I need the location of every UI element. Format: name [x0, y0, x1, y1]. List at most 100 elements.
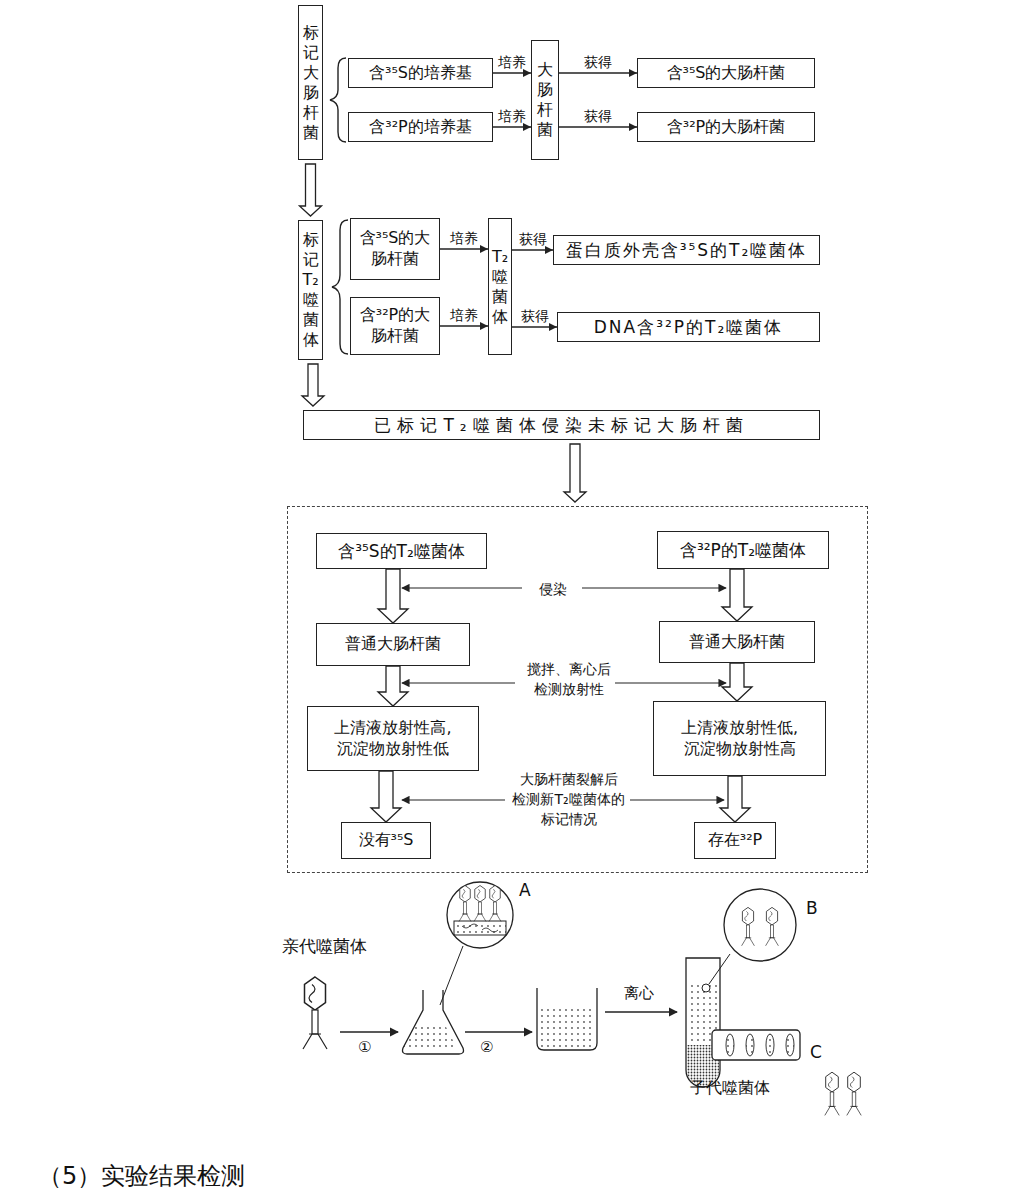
beaker-liquid [539, 1005, 595, 1048]
zoom-circle [447, 882, 513, 948]
box-text: 含³²P的培养基 [369, 117, 471, 138]
beaker [537, 988, 597, 1050]
box-text: 蛋白质外壳含³⁵S的T₂噬菌体 [566, 239, 808, 261]
box-text: 标记大肠杆菌 [299, 23, 322, 143]
illustration-label: B [806, 898, 818, 918]
arrow-head [480, 245, 488, 253]
hollow-arrow [722, 663, 752, 701]
edge-label: 获得 [519, 231, 547, 249]
illustration-label: A [519, 880, 531, 900]
connector-line [440, 248, 488, 249]
brace [332, 220, 348, 354]
leader-arrow [402, 799, 505, 800]
process-box: DNA含³²P的T₂噬菌体 [557, 312, 820, 342]
process-box: 蛋白质外壳含³⁵S的T₂噬菌体 [553, 235, 820, 265]
bacterium [766, 1034, 774, 1056]
box-text: 含³⁵S的T₂噬菌体 [338, 540, 465, 562]
phage-ghost [766, 907, 779, 945]
callout-number: ① [358, 1038, 371, 1056]
parent-phage [303, 977, 327, 1049]
step-note: 大肠杆菌裂解后 检测新T₂噬菌体的 标记情况 [506, 769, 631, 829]
step-note: 侵染 [533, 579, 573, 599]
box-text: T₂噬菌体 [489, 247, 511, 327]
phage [459, 886, 471, 922]
edge-label: 培养 [450, 230, 478, 248]
leader-arrow [582, 587, 726, 588]
connector-line [512, 326, 557, 327]
vertical-label-box: 标记T₂噬菌体 [298, 220, 323, 360]
box-text: 普通大肠杆菌 [689, 632, 785, 653]
edge-label: 获得 [521, 308, 549, 326]
zoom-line [440, 946, 463, 1005]
box-text: 普通大肠杆菌 [345, 634, 441, 655]
flow-arrow [493, 69, 531, 77]
arrow-head [549, 323, 557, 331]
flow-arrow [559, 69, 637, 77]
illustration-label: C [810, 1042, 822, 1062]
process-box: 含³²P的培养基 [348, 112, 493, 142]
box-text: 含³⁵S的大肠杆菌 [667, 63, 786, 84]
leader-arrow [615, 682, 726, 683]
box-text: 存在³²P [708, 830, 762, 851]
hollow-arrow [722, 569, 752, 621]
step-note: 搅拌、离心后 检测放射性 [521, 659, 616, 699]
flow-arrow [440, 322, 488, 330]
hollow-arrow-shape [722, 569, 752, 621]
leader-arrow [402, 682, 515, 683]
process-box: 普通大肠杆菌 [659, 621, 815, 663]
process-box: 含³²P的T₂噬菌体 [657, 531, 829, 569]
bacterium [746, 1034, 754, 1056]
process-box: 没有³⁵S [341, 822, 431, 859]
phage-ghost [742, 907, 755, 945]
arrow-head [523, 123, 531, 131]
hollow-arrow [378, 666, 408, 706]
flow-arrow [440, 245, 488, 253]
centrifuge-tube [686, 958, 720, 1087]
connector-line [512, 249, 553, 250]
process-box: 已标记T₂噬菌体侵染未标记大肠杆菌 [303, 410, 820, 440]
flow-arrow [493, 123, 531, 131]
process-box: 含³²P的大肠杆菌 [637, 112, 815, 142]
hollow-arrow-shape [564, 444, 586, 502]
section-heading: （5）实验结果检测 [38, 1160, 245, 1192]
process-box: 含³⁵S的大 肠杆菌 [350, 218, 440, 280]
illustration-label: 亲代噬菌体 [282, 935, 367, 958]
hollow-arrow [371, 771, 401, 822]
process-box: 含³⁵S的T₂噬菌体 [316, 533, 487, 569]
arrow-head [629, 123, 637, 131]
sample-point [702, 984, 710, 992]
arrow-head [480, 322, 488, 330]
arrow-head [545, 246, 553, 254]
vertical-label-box: 标记大肠杆菌 [298, 5, 323, 160]
illustration-label: 子代噬菌体 [690, 1078, 770, 1099]
hollow-arrow-shape [378, 666, 408, 706]
box-text: 上清液放射性高, 沉淀物放射性低 [308, 718, 478, 760]
vertical-label-box: 大肠杆菌 [531, 40, 559, 160]
process-box: 含³²P的大 肠杆菌 [350, 297, 440, 355]
box-text: 含³⁵S的培养基 [369, 63, 472, 84]
arrow-head [523, 69, 531, 77]
vertical-label-box: T₂噬菌体 [488, 218, 512, 355]
hollow-arrow-shape [722, 663, 752, 701]
box-text: 已标记T₂噬菌体侵染未标记大肠杆菌 [374, 414, 748, 436]
step-arrow [340, 1031, 398, 1032]
step-arrow [605, 1011, 677, 1012]
connector-line [559, 72, 637, 73]
edge-label: 培养 [498, 108, 526, 126]
process-box: 上清液放射性高, 沉淀物放射性低 [307, 706, 479, 771]
child-phage [825, 1072, 839, 1115]
bacterium-wall [454, 921, 506, 935]
zoom-circle [724, 889, 796, 961]
flow-arrow [559, 123, 637, 131]
hollow-arrow-shape [302, 364, 324, 406]
box-text: 含³²P的大肠杆菌 [667, 117, 785, 138]
leader-arrow [630, 799, 724, 800]
callout-number: ② [480, 1038, 493, 1056]
box-text: 上清液放射性低, 沉淀物放射性高 [654, 718, 825, 760]
box-text: 大肠杆菌 [532, 60, 558, 140]
edge-label: 培养 [498, 54, 526, 72]
injected-dna [462, 924, 498, 932]
hollow-arrow [564, 444, 586, 502]
